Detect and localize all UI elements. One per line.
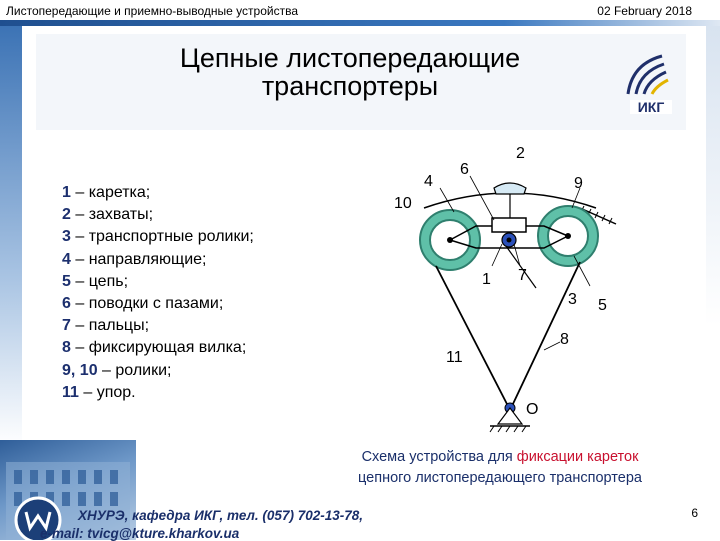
- stop-arm: [435, 265, 509, 407]
- label-7: 7: [518, 267, 527, 284]
- carriage-block: [491, 217, 527, 233]
- label-1: 1: [482, 271, 491, 288]
- fork-arm: [511, 261, 581, 407]
- legend-item: 9, 10 – ролики;: [62, 361, 172, 379]
- legend-item: 1 – каретка;: [62, 184, 151, 201]
- label-5: 5: [598, 297, 607, 314]
- legend-item: 4 – направляющие;: [62, 250, 207, 268]
- legend-item: 8 – фиксирующая вилка;: [62, 339, 247, 357]
- label-8: 8: [560, 331, 569, 348]
- caption-highlight: фиксации кареток: [516, 449, 639, 465]
- legend-item: 2 – захваты;: [62, 206, 154, 224]
- gripper: [493, 182, 527, 195]
- label-11: 11: [446, 349, 463, 366]
- title-background: [36, 34, 686, 130]
- label-9: 9: [574, 175, 583, 192]
- caption-line2: цепного листопередающего транспортера: [358, 470, 642, 486]
- left-decor-band: [0, 26, 22, 446]
- right-decor-band: [706, 26, 720, 326]
- label-4: 4: [424, 173, 433, 190]
- header-course-title: Листопередающие и приемно-выводные устро…: [6, 4, 298, 18]
- legend-item: 11 – упор.: [62, 383, 136, 401]
- building-icon: [6, 462, 130, 540]
- legend-item: 3 – транспортные ролики;: [62, 228, 254, 246]
- top-accent-bar: [0, 20, 720, 26]
- page-number: 6: [691, 506, 698, 520]
- label-10: 10: [394, 195, 412, 212]
- slide-title-line2: транспортеры: [261, 71, 439, 101]
- legend-item: 7 – пальцы;: [62, 317, 150, 335]
- slide-title-line1: Цепные листопередающие: [179, 43, 521, 73]
- caption-line1: Схема устройства для фиксации кареток: [361, 449, 639, 465]
- university-building-photo: [0, 440, 136, 540]
- label-O: O: [526, 401, 538, 418]
- legend-list: 1 – каретка; 2 – захваты; 3 – транспортн…: [62, 182, 254, 404]
- diagram-caption: Схема устройства для фиксации кареток це…: [300, 447, 700, 489]
- slide-title: Цепные листопередающие транспортеры: [100, 44, 600, 100]
- logo-text: ИКГ: [638, 99, 665, 115]
- footer-email-line: e-mail: tvicg@kture.kharkov.ua: [40, 526, 240, 541]
- header-date: 02 February 2018: [597, 4, 692, 18]
- legend-item: 5 – цепь;: [62, 272, 129, 290]
- label-6: 6: [460, 161, 469, 178]
- legend-item: 6 – поводки с пазами;: [62, 295, 224, 313]
- label-3: 3: [568, 291, 577, 308]
- footer-contact-line: ХНУРЭ, кафедра ИКГ, тел. (057) 702-13-78…: [78, 508, 363, 523]
- mechanism-diagram: 2 4 6 9 10 1 7 3 5 8 11 O: [384, 138, 656, 438]
- label-2: 2: [516, 145, 525, 162]
- ikg-logo-icon: ИКГ: [626, 54, 672, 115]
